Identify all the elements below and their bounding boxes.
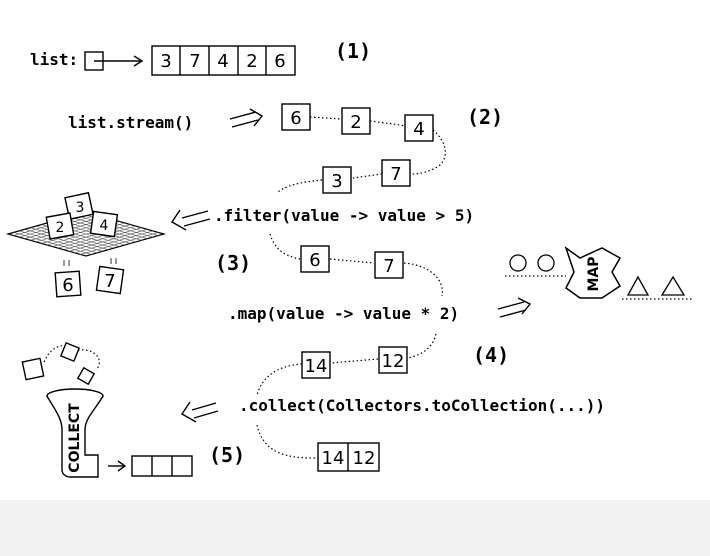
svg-text:4: 4 xyxy=(413,119,424,140)
svg-text:3: 3 xyxy=(331,171,342,192)
step-label-2: (2) xyxy=(467,105,503,129)
circle-input-icon xyxy=(509,254,527,272)
collect-funnel-label: COLLECT xyxy=(67,403,83,473)
stream-pipeline-diagram: list: 3 7 4 2 6 (1) list.stream() 6 2 4 … xyxy=(0,0,710,500)
filter-output-element: 7 xyxy=(374,251,404,279)
triangle-output-icon xyxy=(660,275,686,296)
filtered-out-element: 3 xyxy=(64,191,94,221)
reference-arrow-head xyxy=(133,55,144,67)
empty-collection-icon xyxy=(131,455,193,477)
double-arrow-left xyxy=(171,209,211,231)
stream-element: 6 xyxy=(281,103,311,131)
list-value: 4 xyxy=(217,51,228,72)
collect-funnel-icon: COLLECT xyxy=(21,341,104,478)
output-arrow xyxy=(108,460,127,472)
stream-call-label: list.stream() xyxy=(68,113,193,132)
double-arrow-right xyxy=(229,108,264,128)
list-value: 7 xyxy=(189,51,200,72)
stream-element: 3 xyxy=(322,166,352,194)
svg-text:7: 7 xyxy=(104,271,115,292)
filter-passed-element: 6 xyxy=(54,270,82,298)
filtered-out-element: 2 xyxy=(45,212,75,240)
double-arrow-right xyxy=(497,297,532,318)
map-call-label: .map(value -> value * 2) xyxy=(228,304,459,323)
filter-output-element: 6 xyxy=(300,245,330,273)
svg-text:2: 2 xyxy=(56,220,65,236)
svg-text:6: 6 xyxy=(309,250,320,271)
stream-element: 2 xyxy=(341,107,371,135)
svg-text:7: 7 xyxy=(390,164,401,185)
svg-text:6: 6 xyxy=(290,108,301,129)
collected-result: 14 12 xyxy=(317,442,380,472)
list-value: 2 xyxy=(246,51,257,72)
double-arrow-left xyxy=(181,401,219,423)
filter-flow-path xyxy=(269,233,443,297)
step-label-1: (1) xyxy=(335,39,371,63)
step-label-4: (4) xyxy=(473,343,509,367)
svg-text:12: 12 xyxy=(382,351,405,372)
list-array: 3 7 4 2 6 xyxy=(151,45,296,76)
svg-text:14: 14 xyxy=(322,448,345,469)
stream-flow-path xyxy=(277,116,446,193)
filter-sieve xyxy=(5,211,167,257)
filtered-out-element: 4 xyxy=(89,210,119,238)
svg-text:3: 3 xyxy=(76,200,85,216)
svg-text:4: 4 xyxy=(100,218,109,234)
collect-call-label: .collect(Collectors.toCollection(...)) xyxy=(239,396,605,415)
circle-input-icon xyxy=(537,254,555,272)
map-output-element: 14 xyxy=(301,351,331,379)
collect-flow-path xyxy=(256,424,319,459)
map-machine-label: MAP xyxy=(586,256,602,291)
stream-element: 4 xyxy=(404,114,434,142)
stream-element: 7 xyxy=(381,159,411,187)
list-value: 3 xyxy=(160,51,171,72)
filter-passed-element: 7 xyxy=(95,265,125,295)
map-flow-path xyxy=(256,333,437,396)
filter-call-label: .filter(value -> value > 5) xyxy=(214,206,474,225)
svg-text:2: 2 xyxy=(350,112,361,133)
list-variable-label: list: xyxy=(30,50,78,69)
triangle-output-icon xyxy=(626,275,650,296)
fall-marks xyxy=(63,258,117,266)
step-label-5: (5) xyxy=(209,443,245,467)
step-label-3: (3) xyxy=(215,251,251,275)
map-output-element: 12 xyxy=(378,346,408,374)
svg-text:14: 14 xyxy=(305,356,328,377)
svg-text:7: 7 xyxy=(383,256,394,277)
map-machine-icon: MAP xyxy=(505,246,692,300)
svg-text:6: 6 xyxy=(62,275,73,296)
svg-text:12: 12 xyxy=(353,448,376,469)
list-value: 6 xyxy=(274,51,285,72)
